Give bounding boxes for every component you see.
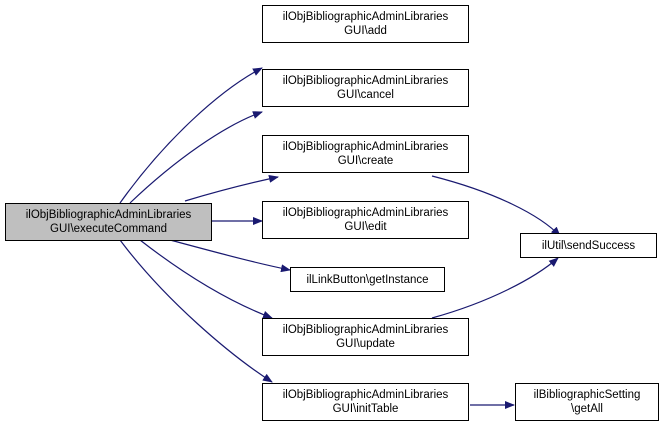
node-inittable-line2: GUI\initTable: [332, 403, 399, 415]
node-getall[interactable]: ilBibliographicSetting \getAll: [515, 383, 659, 421]
edge-execute-add: [119, 67, 263, 204]
node-add[interactable]: ilObjBibliographicAdminLibraries GUI\add: [262, 5, 469, 43]
edge-execute-getinstance: [169, 239, 291, 273]
node-add-line1: ilObjBibliographicAdminLibraries: [282, 11, 449, 23]
node-cancel[interactable]: ilObjBibliographicAdminLibraries GUI\can…: [262, 69, 469, 107]
node-edit-line1: ilObjBibliographicAdminLibraries: [282, 207, 449, 219]
node-create[interactable]: ilObjBibliographicAdminLibraries GUI\cre…: [262, 135, 469, 173]
node-update[interactable]: ilObjBibliographicAdminLibraries GUI\upd…: [262, 318, 469, 356]
node-getall-line1: ilBibliographicSetting: [533, 389, 641, 401]
node-create-line2: GUI\create: [337, 155, 394, 167]
node-cancel-line1: ilObjBibliographicAdminLibraries: [282, 75, 449, 87]
node-edit-line2: GUI\edit: [344, 221, 387, 233]
node-executecommand-line2: GUI\executeCommand: [50, 223, 167, 235]
node-getinstance[interactable]: ilLinkButton\getInstance: [290, 267, 445, 292]
node-executecommand-line1: ilObjBibliographicAdminLibraries: [25, 209, 192, 221]
edge-execute-update: [139, 239, 273, 319]
edge-create-sendsuccess: [431, 175, 561, 237]
node-inittable-line1: ilObjBibliographicAdminLibraries: [282, 389, 449, 401]
node-edit[interactable]: ilObjBibliographicAdminLibraries GUI\edi…: [262, 201, 469, 239]
node-create-line1: ilObjBibliographicAdminLibraries: [282, 141, 449, 153]
edge-update-sendsuccess: [431, 257, 559, 319]
edge-execute-create: [184, 174, 279, 202]
node-getall-line2: \getAll: [571, 403, 603, 415]
edge-execute-inittable: [119, 239, 273, 383]
node-sendsuccess[interactable]: ilUtil\sendSuccess: [520, 233, 657, 258]
edge-execute-cancel: [129, 111, 263, 204]
node-cancel-line2: GUI\cancel: [337, 89, 394, 101]
node-update-line1: ilObjBibliographicAdminLibraries: [282, 324, 449, 336]
node-executecommand: ilObjBibliographicAdminLibraries GUI\exe…: [5, 203, 212, 241]
node-update-line2: GUI\update: [336, 338, 395, 350]
node-getinstance-line1: ilLinkButton\getInstance: [306, 273, 429, 286]
node-sendsuccess-line1: ilUtil\sendSuccess: [541, 239, 636, 252]
node-inittable[interactable]: ilObjBibliographicAdminLibraries GUI\ini…: [262, 383, 469, 421]
node-add-line2: GUI\add: [344, 25, 387, 37]
